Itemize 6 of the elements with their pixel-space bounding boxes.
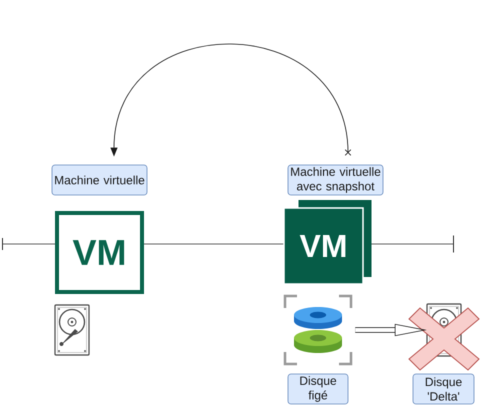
label-box: Machine virtuelle [52, 164, 148, 196]
label-box: Disque 'Delta' [412, 374, 474, 404]
disk-stack-icon [284, 294, 352, 366]
hard-disk-icon [54, 304, 90, 356]
label-box: Machine virtuelle avec snapshot [288, 164, 384, 196]
label-box: Disque figé [288, 374, 348, 404]
